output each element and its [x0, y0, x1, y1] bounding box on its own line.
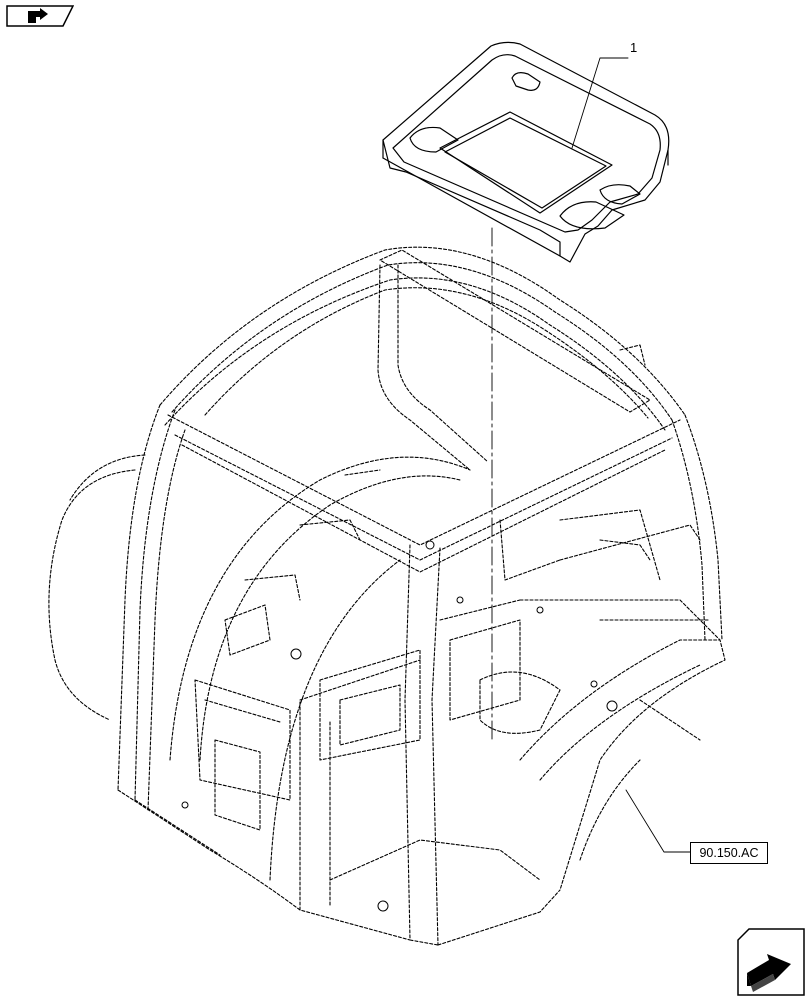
- next-page-button[interactable]: [737, 928, 805, 996]
- previous-page-arrow-icon: [6, 5, 75, 27]
- previous-page-button[interactable]: [6, 5, 75, 27]
- part-1-tray: [382, 41, 670, 263]
- next-page-arrow-icon: [737, 928, 805, 996]
- reference-leader: [625, 789, 691, 853]
- fastener-holes: [181, 540, 618, 912]
- callout-1-leader: [571, 57, 629, 149]
- cab-frame: [48, 246, 726, 946]
- callout-1-label: 1: [630, 40, 638, 55]
- reference-box-label[interactable]: 90.150.AC: [690, 842, 768, 864]
